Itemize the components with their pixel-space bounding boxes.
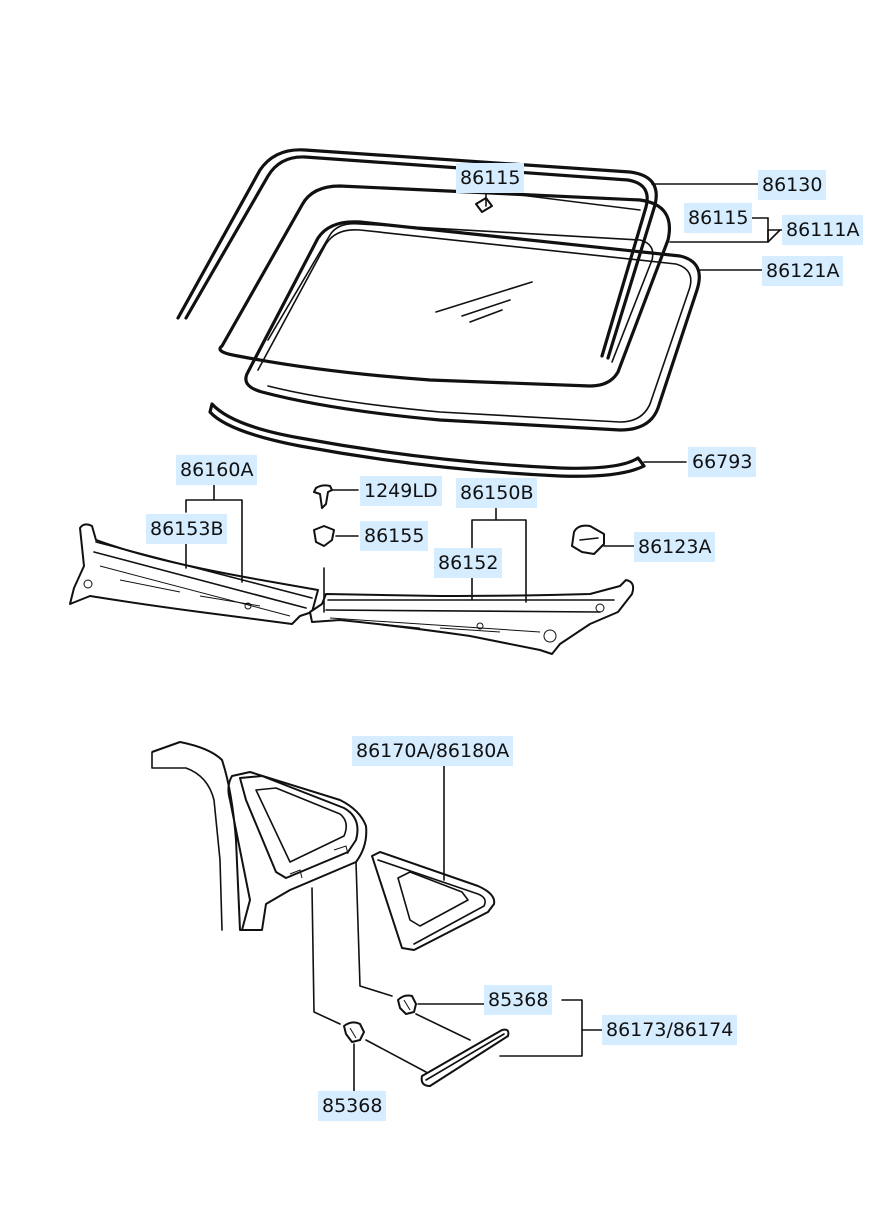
leader-lines	[185, 183, 783, 1093]
label-86115-side: 86115	[684, 203, 753, 233]
label-86121A: 86121A	[762, 256, 844, 286]
label-85368-bottom: 85368	[318, 1091, 387, 1121]
label-86152: 86152	[434, 548, 503, 578]
label-85368-right: 85368	[484, 985, 553, 1015]
clip-86115	[475, 197, 493, 213]
lower-strip-66793	[208, 402, 646, 478]
label-86111A: 86111A	[782, 215, 864, 245]
quarter-body-panel	[151, 741, 368, 931]
label-86170A-86180A: 86170A/86180A	[352, 736, 514, 766]
label-86115-top: 86115	[456, 163, 525, 193]
windshield-moulding-86130	[176, 148, 658, 360]
label-86123A: 86123A	[634, 532, 716, 562]
screw-85368-bottom	[343, 1021, 365, 1043]
label-86150B: 86150B	[456, 478, 538, 508]
clip-1249LD	[313, 484, 333, 509]
label-66793: 66793	[688, 447, 757, 477]
dam-rubber-86121A	[244, 220, 701, 432]
label-1249LD: 1249LD	[360, 476, 442, 506]
label-86155: 86155	[360, 521, 429, 551]
label-86173-86174: 86173/86174	[602, 1015, 738, 1045]
quarter-glass-86170A	[371, 851, 496, 951]
grommet-86155	[313, 525, 335, 547]
quarter-glass-installed	[239, 775, 359, 879]
label-86160A: 86160A	[176, 455, 258, 485]
label-86153B: 86153B	[146, 514, 228, 544]
label-86130: 86130	[758, 170, 827, 200]
cowl-cover-left-86153B	[69, 523, 319, 625]
windshield-glass-86111A	[218, 184, 671, 388]
